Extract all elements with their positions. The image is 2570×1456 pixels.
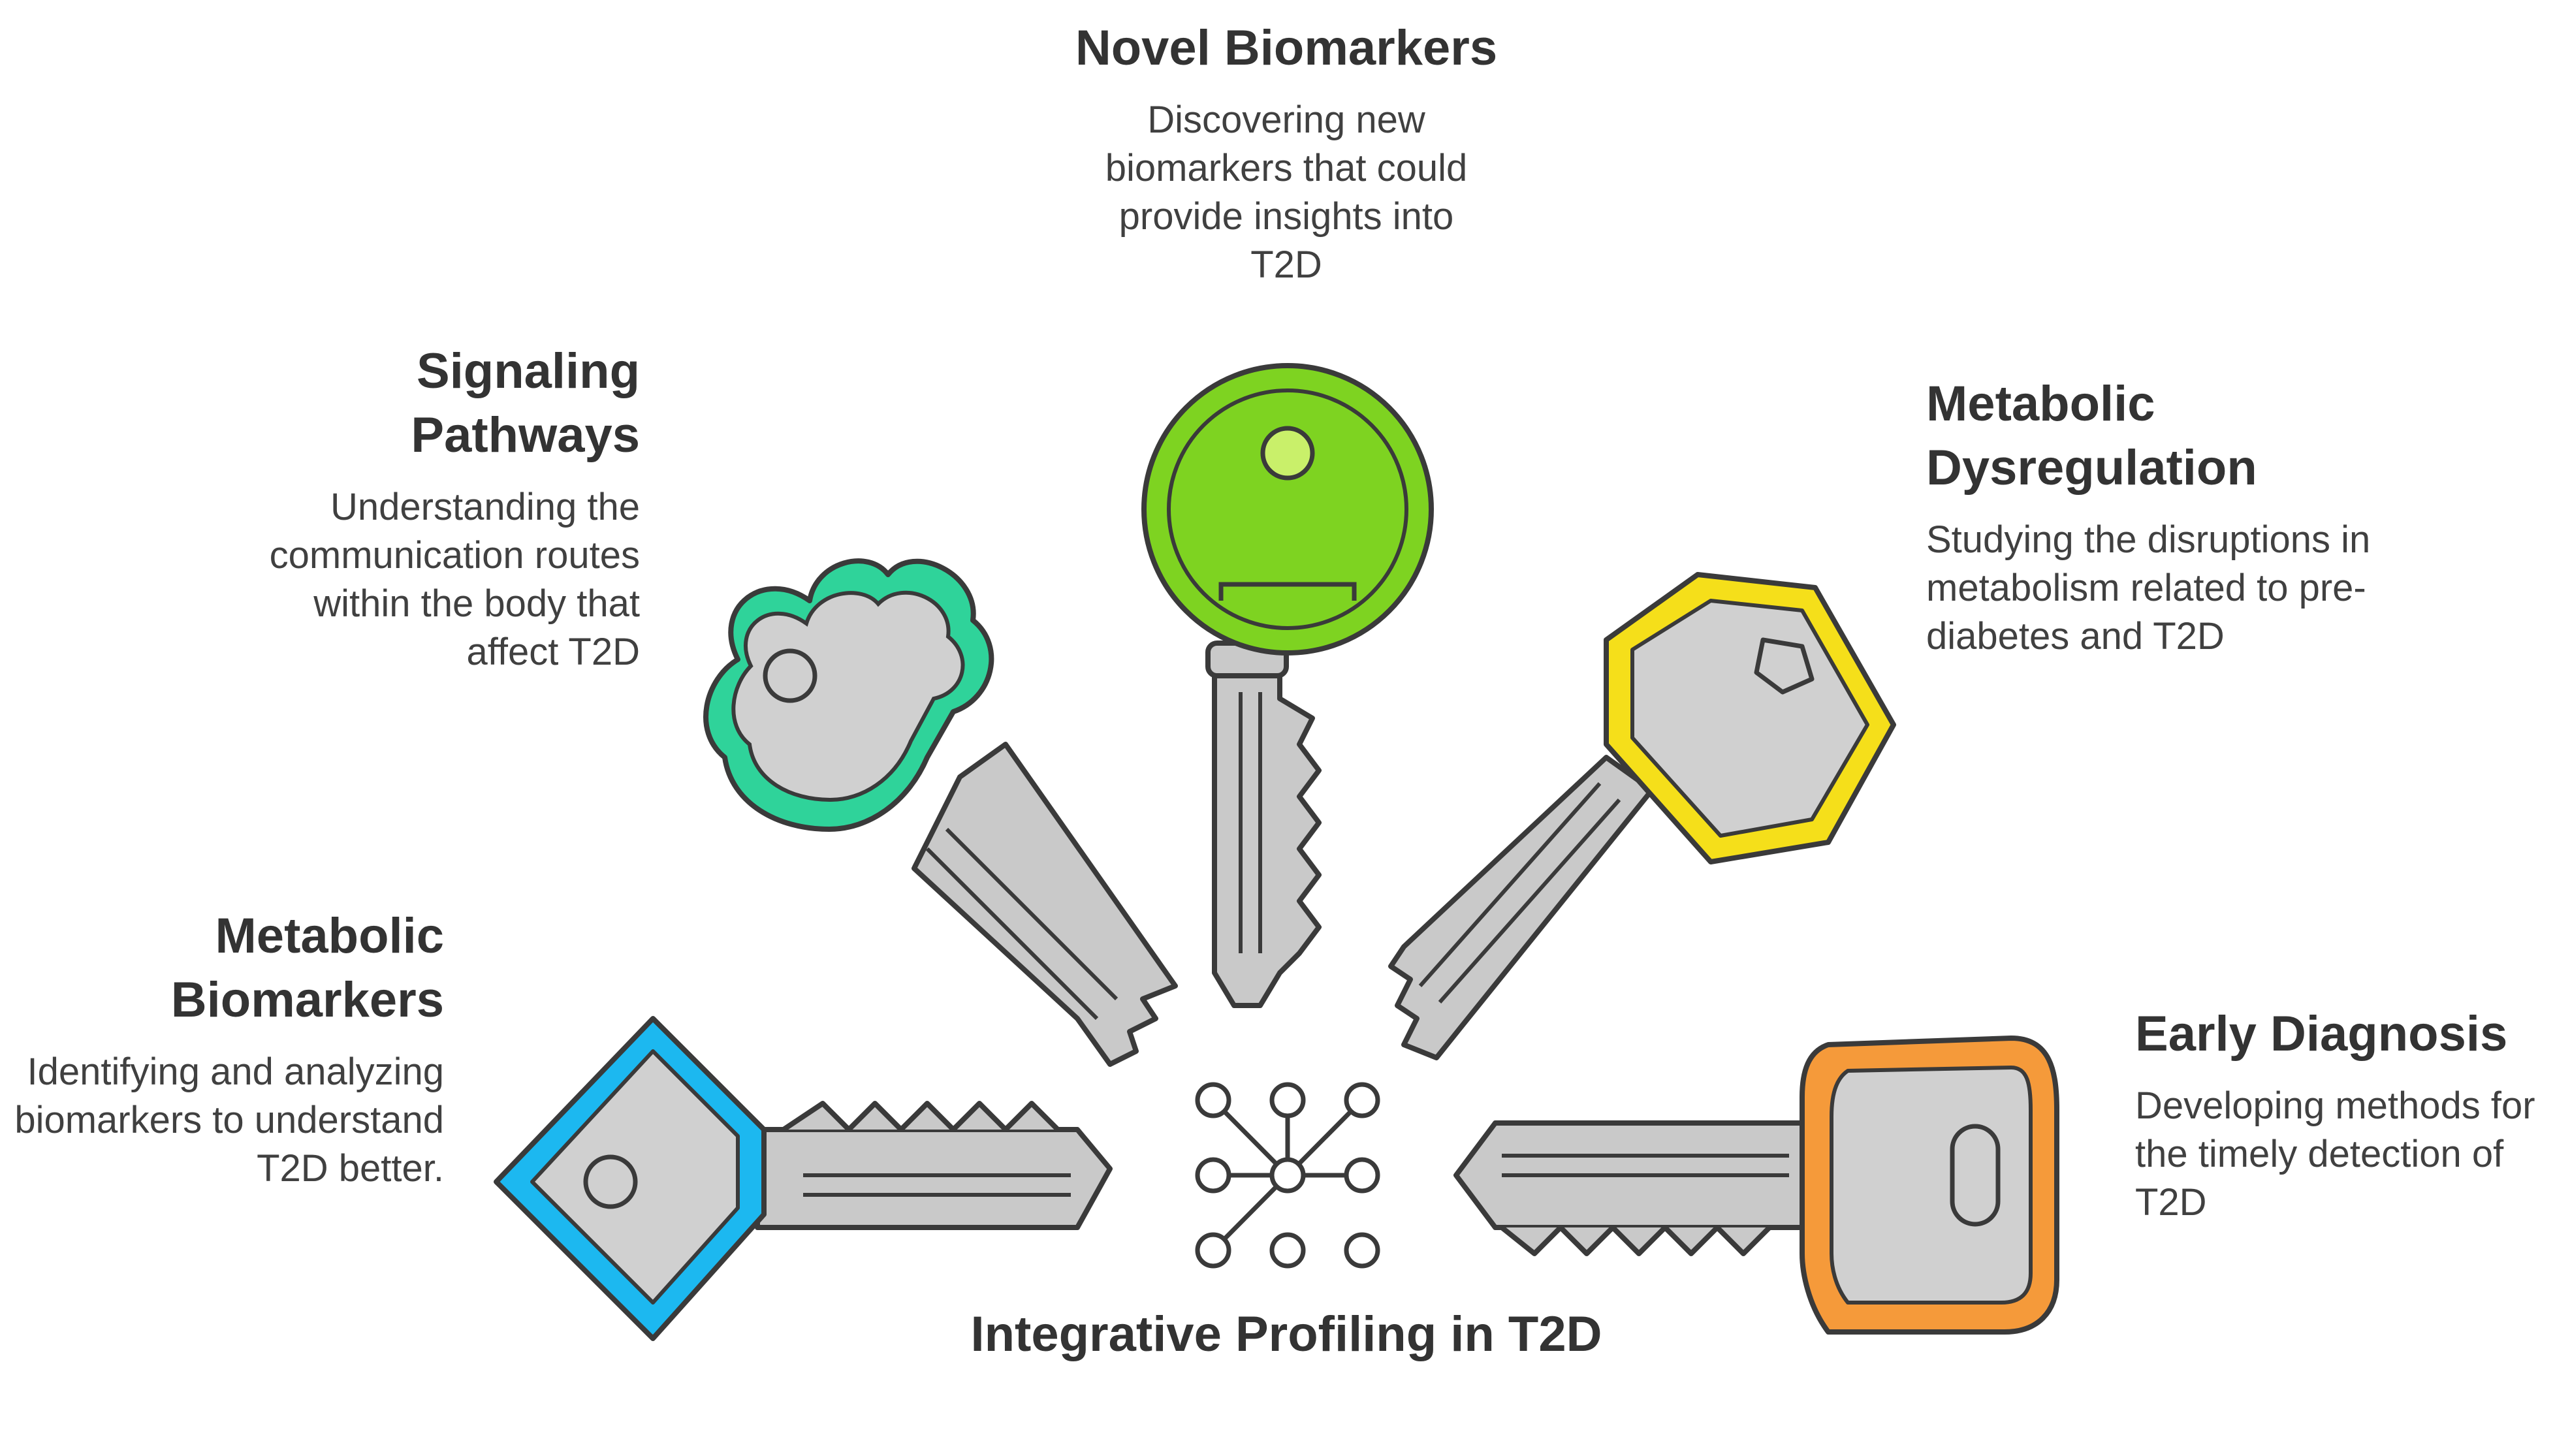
metabolic-biomarkers-key — [494, 1016, 1113, 1341]
novel-biomarkers-title: Novel Biomarkers — [1075, 20, 1498, 76]
metabolic-dysregulation-key — [1388, 572, 1896, 1060]
center-title: Integrative Profiling in T2D — [970, 1306, 1602, 1362]
novel-biomarkers-description: Discovering new biomarkers that could pr… — [1105, 99, 1468, 286]
early-diagnosis-label: Early Diagnosis Developing methods for t… — [2135, 1002, 2566, 1227]
novel-biomarkers-label: Novel Biomarkers Discovering new biomark… — [1019, 16, 1554, 289]
metabolic-dysregulation-title: Metabolic Dysregulation — [1926, 376, 2257, 496]
signaling-pathways-description: Understanding the communication routes w… — [269, 486, 640, 673]
network-nodes-icon — [1195, 1082, 1380, 1269]
signaling-pathways-label: Signaling Pathways Understanding the com… — [209, 340, 640, 676]
early-diagnosis-title: Early Diagnosis — [2135, 1006, 2508, 1062]
metabolic-dysregulation-description: Studying the disruptions in metabolism r… — [1926, 518, 2371, 657]
early-diagnosis-description: Developing methods for the timely detect… — [2135, 1084, 2535, 1224]
novel-biomarkers-key — [1141, 363, 1434, 1008]
early-diagnosis-key — [1453, 1036, 2059, 1335]
signaling-pathways-key — [703, 558, 1178, 1067]
metabolic-dysregulation-label: Metabolic Dysregulation Studying the dis… — [1926, 372, 2396, 661]
metabolic-biomarkers-description: Identifying and analyzing biomarkers to … — [14, 1051, 444, 1190]
metabolic-biomarkers-label: Metabolic Biomarkers Identifying and ana… — [13, 904, 444, 1193]
metabolic-biomarkers-title: Metabolic Biomarkers — [170, 908, 444, 1028]
signaling-pathways-title: Signaling Pathways — [411, 343, 640, 463]
